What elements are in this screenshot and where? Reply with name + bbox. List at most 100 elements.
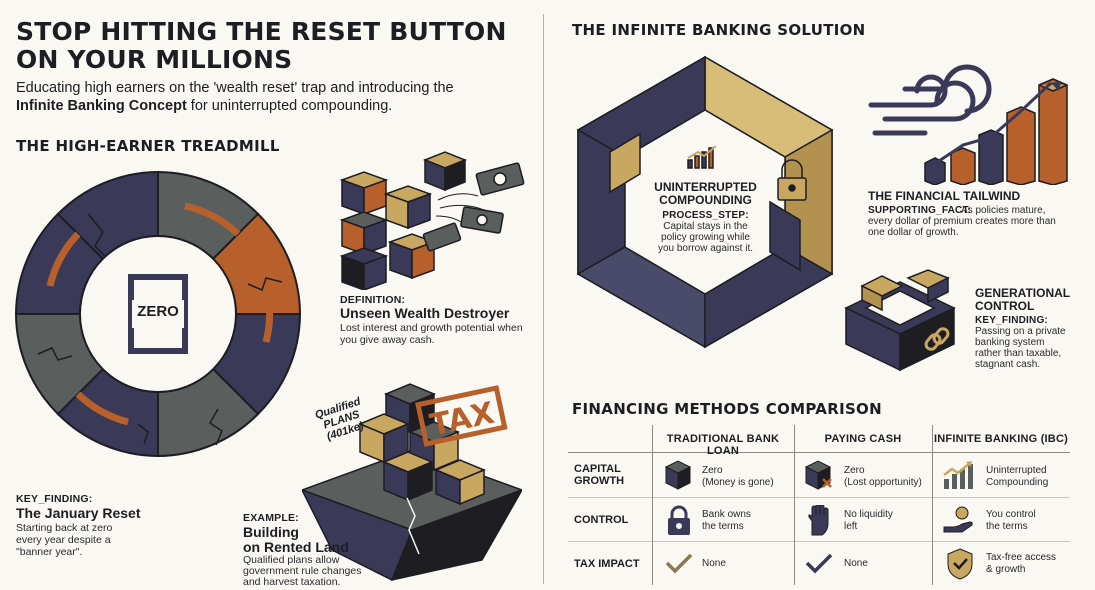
example-line-2: government rule changes: [243, 565, 362, 577]
cell-line: the terms: [702, 520, 744, 532]
cube-x-icon: [804, 460, 832, 490]
row-header-tax-impact: TAX IMPACT: [574, 558, 640, 570]
definition-line-1: Lost interest and growth potential when: [340, 322, 523, 334]
column-header-paying-cash: PAYING CASH: [824, 433, 902, 445]
tailwind-graphic: [868, 64, 1068, 185]
cell-bank-capital: Zero (Money is gone): [702, 465, 774, 488]
example-line-1: Qualified plans allow: [243, 554, 340, 566]
generational-line-1: Passing on a private: [975, 326, 1066, 337]
cell-ibc-tax: Tax-free access & growth: [986, 552, 1056, 575]
finding-line-3: "banner year".: [16, 546, 83, 558]
subtitle-text: Educating high earners on the 'wealth re…: [16, 80, 454, 96]
generational-title-2: CONTROL: [975, 299, 1035, 313]
generational-label: KEY_FINDING:: [975, 315, 1048, 326]
generational-line-4: stagnant cash.: [975, 359, 1041, 370]
definition-text: Lost interest and growth potential when …: [340, 322, 523, 346]
example-title-2: on Rented Land: [243, 539, 349, 555]
row-header-capital-growth: CAPITAL GROWTH: [574, 463, 624, 487]
padlock-icon: [668, 505, 690, 535]
example-line-3: and harvest taxation.: [243, 576, 341, 588]
table-divider: [932, 425, 933, 585]
definition-line-2: you give away cash.: [340, 334, 435, 346]
tailwind-line-3: one dollar of growth.: [868, 227, 959, 238]
stop-hand-icon: [808, 505, 829, 536]
tailwind-text: As policies mature, every dollar of prem…: [868, 205, 1056, 238]
page-title: STOP HITTING THE RESET BUTTON ON YOUR MI…: [16, 18, 536, 74]
table-divider: [568, 497, 1070, 498]
solution-heading: THE INFINITE BANKING SOLUTION: [572, 21, 866, 39]
growth-chart-icon: [943, 461, 973, 489]
cell-line: & growth: [986, 563, 1026, 575]
definition-label: DEFINITION:: [340, 294, 406, 306]
cell-line: left: [844, 520, 858, 532]
cell-bank-tax: None: [702, 558, 726, 569]
table-divider: [652, 425, 653, 585]
example-text: Qualified plans allow government rule ch…: [243, 555, 362, 588]
process-line-2: policy growing while: [661, 232, 750, 243]
generational-box: GENERATIONAL CONTROL KEY_FINDING: Passin…: [975, 286, 1093, 371]
cell-line: (Money is gone): [702, 476, 774, 488]
page-subtitle: Educating high earners on the 'wealth re…: [16, 79, 536, 115]
cell-line: Tax-free access: [986, 552, 1057, 563]
compounding-box: UNINTERRUPTED COMPOUNDING PROCESS_STEP: …: [628, 180, 783, 255]
cell-ibc-capital: Uninterrupted Compounding: [986, 465, 1048, 488]
title-line-1: STOP HITTING THE RESET BUTTON: [16, 17, 507, 46]
checkmark-icon: [805, 553, 833, 574]
finding-title: The January Reset: [16, 505, 141, 521]
cell-cash-capital: Zero (Lost opportunity): [844, 465, 922, 488]
finding-line-2: every year despite a: [16, 534, 111, 546]
generational-line-3: rather than taxable,: [975, 348, 1062, 359]
cell-line: You control: [986, 509, 1036, 520]
column-header-ibc: INFINITE BANKING (IBC): [934, 433, 1068, 445]
comparison-heading: FINANCING METHODS COMPARISON: [572, 400, 882, 418]
subtitle-text-2: for uninterrupted compounding.: [186, 98, 393, 114]
row-header-line: GROWTH: [574, 475, 625, 487]
generational-cube-graphic: [844, 269, 956, 372]
cell-line: Compounding: [986, 476, 1049, 488]
cell-line: Zero: [702, 465, 723, 476]
hand-coin-icon: [943, 506, 973, 533]
hexagon-graphic: [576, 55, 834, 349]
cell-line: (Lost opportunity): [844, 476, 922, 488]
row-header-line: CAPITAL: [574, 463, 621, 475]
finding-line-1: Starting back at zero: [16, 522, 113, 534]
column-header-bank-loan: TRADITIONAL BANK LOAN: [666, 433, 780, 457]
table-divider: [794, 425, 795, 585]
process-line-3: you borrow against it.: [657, 243, 754, 254]
tax-cubes-graphic: [302, 383, 522, 582]
finding-label: KEY_FINDING:: [16, 493, 93, 505]
subtitle-bold: Infinite Banking Concept: [16, 98, 187, 114]
cell-bank-control: Bank owns the terms: [702, 509, 751, 532]
cubes-money-graphic: [339, 151, 525, 290]
process-step-label: PROCESS_STEP:: [662, 210, 749, 221]
checkmark-icon: [665, 553, 693, 574]
finding-text: Starting back at zero every year despite…: [16, 522, 112, 558]
treadmill-ring-graphic: [14, 170, 302, 458]
generational-line-2: banking system: [975, 337, 1045, 348]
table-divider: [568, 452, 1070, 453]
shield-check-icon: [947, 548, 973, 580]
compounding-title-2: COMPOUNDING: [659, 193, 752, 207]
cell-cash-tax: None: [844, 558, 868, 569]
column-divider: [543, 14, 544, 584]
generational-title-1: GENERATIONAL: [975, 286, 1071, 300]
example-title: Building on Rented Land: [243, 525, 349, 555]
cell-line: Zero: [844, 465, 865, 476]
tailwind-line-2: every dollar of premium creates more tha…: [868, 216, 1056, 227]
process-line-1: Capital stays in the: [663, 221, 748, 232]
cell-line: Uninterrupted: [986, 465, 1047, 476]
example-title-1: Building: [243, 524, 299, 540]
table-divider: [568, 541, 1070, 542]
cell-ibc-control: You control the terms: [986, 509, 1036, 532]
cell-line: Bank owns: [702, 509, 751, 520]
example-label: EXAMPLE:: [243, 512, 299, 524]
treadmill-heading: THE HIGH-EARNER TREADMILL: [16, 137, 280, 155]
title-line-2: ON YOUR MILLIONS: [16, 45, 293, 74]
compounding-title-1: UNINTERRUPTED: [654, 180, 757, 194]
definition-title: Unseen Wealth Destroyer: [340, 305, 510, 321]
row-header-control: CONTROL: [574, 514, 629, 526]
cell-line: the terms: [986, 520, 1028, 532]
zero-label: ZERO: [137, 303, 179, 320]
tailwind-label: SUPPORTING_FACT:: [868, 205, 972, 216]
tailwind-line-1: As policies mature,: [961, 205, 1046, 216]
